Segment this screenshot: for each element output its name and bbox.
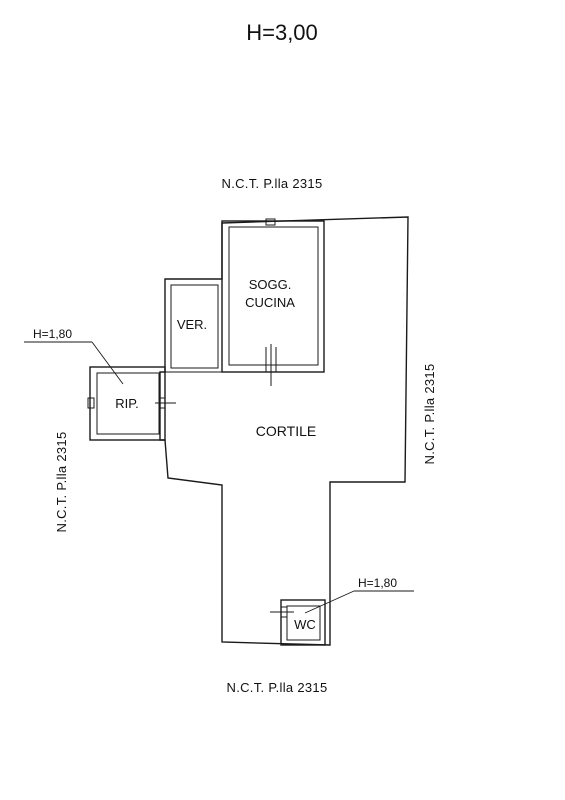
- storage-window: [87, 397, 95, 409]
- parcel-ref-bottom: N.C.T. P.lla 2315: [227, 680, 328, 695]
- wc-wall-inner: [286, 605, 321, 641]
- veranda-wall-outer: [164, 278, 223, 373]
- room-label-courtyard: CORTILE: [256, 423, 316, 439]
- parcel-ref-top: N.C.T. P.lla 2315: [222, 176, 323, 191]
- parcel-ref-left: N.C.T. P.lla 2315: [54, 432, 69, 533]
- height-note-wc: H=1,80: [358, 576, 397, 590]
- veranda-wall-inner: [170, 284, 219, 369]
- room-label-veranda: VER.: [177, 317, 207, 332]
- room-label-kitchen-1: SOGG.: [249, 277, 292, 292]
- room-label-storage: RIP.: [115, 396, 139, 411]
- room-label-kitchen-2: CUCINA: [245, 295, 295, 310]
- height-note-storage: H=1,80: [33, 327, 72, 341]
- kitchen-wall-inner: [228, 226, 319, 366]
- plan-title: H=3,00: [246, 20, 318, 45]
- room-label-wc: WC: [294, 617, 316, 632]
- wc-wall-outer: [280, 599, 326, 646]
- parcel-ref-right: N.C.T. P.lla 2315: [422, 364, 437, 465]
- kitchen-window: [265, 218, 276, 226]
